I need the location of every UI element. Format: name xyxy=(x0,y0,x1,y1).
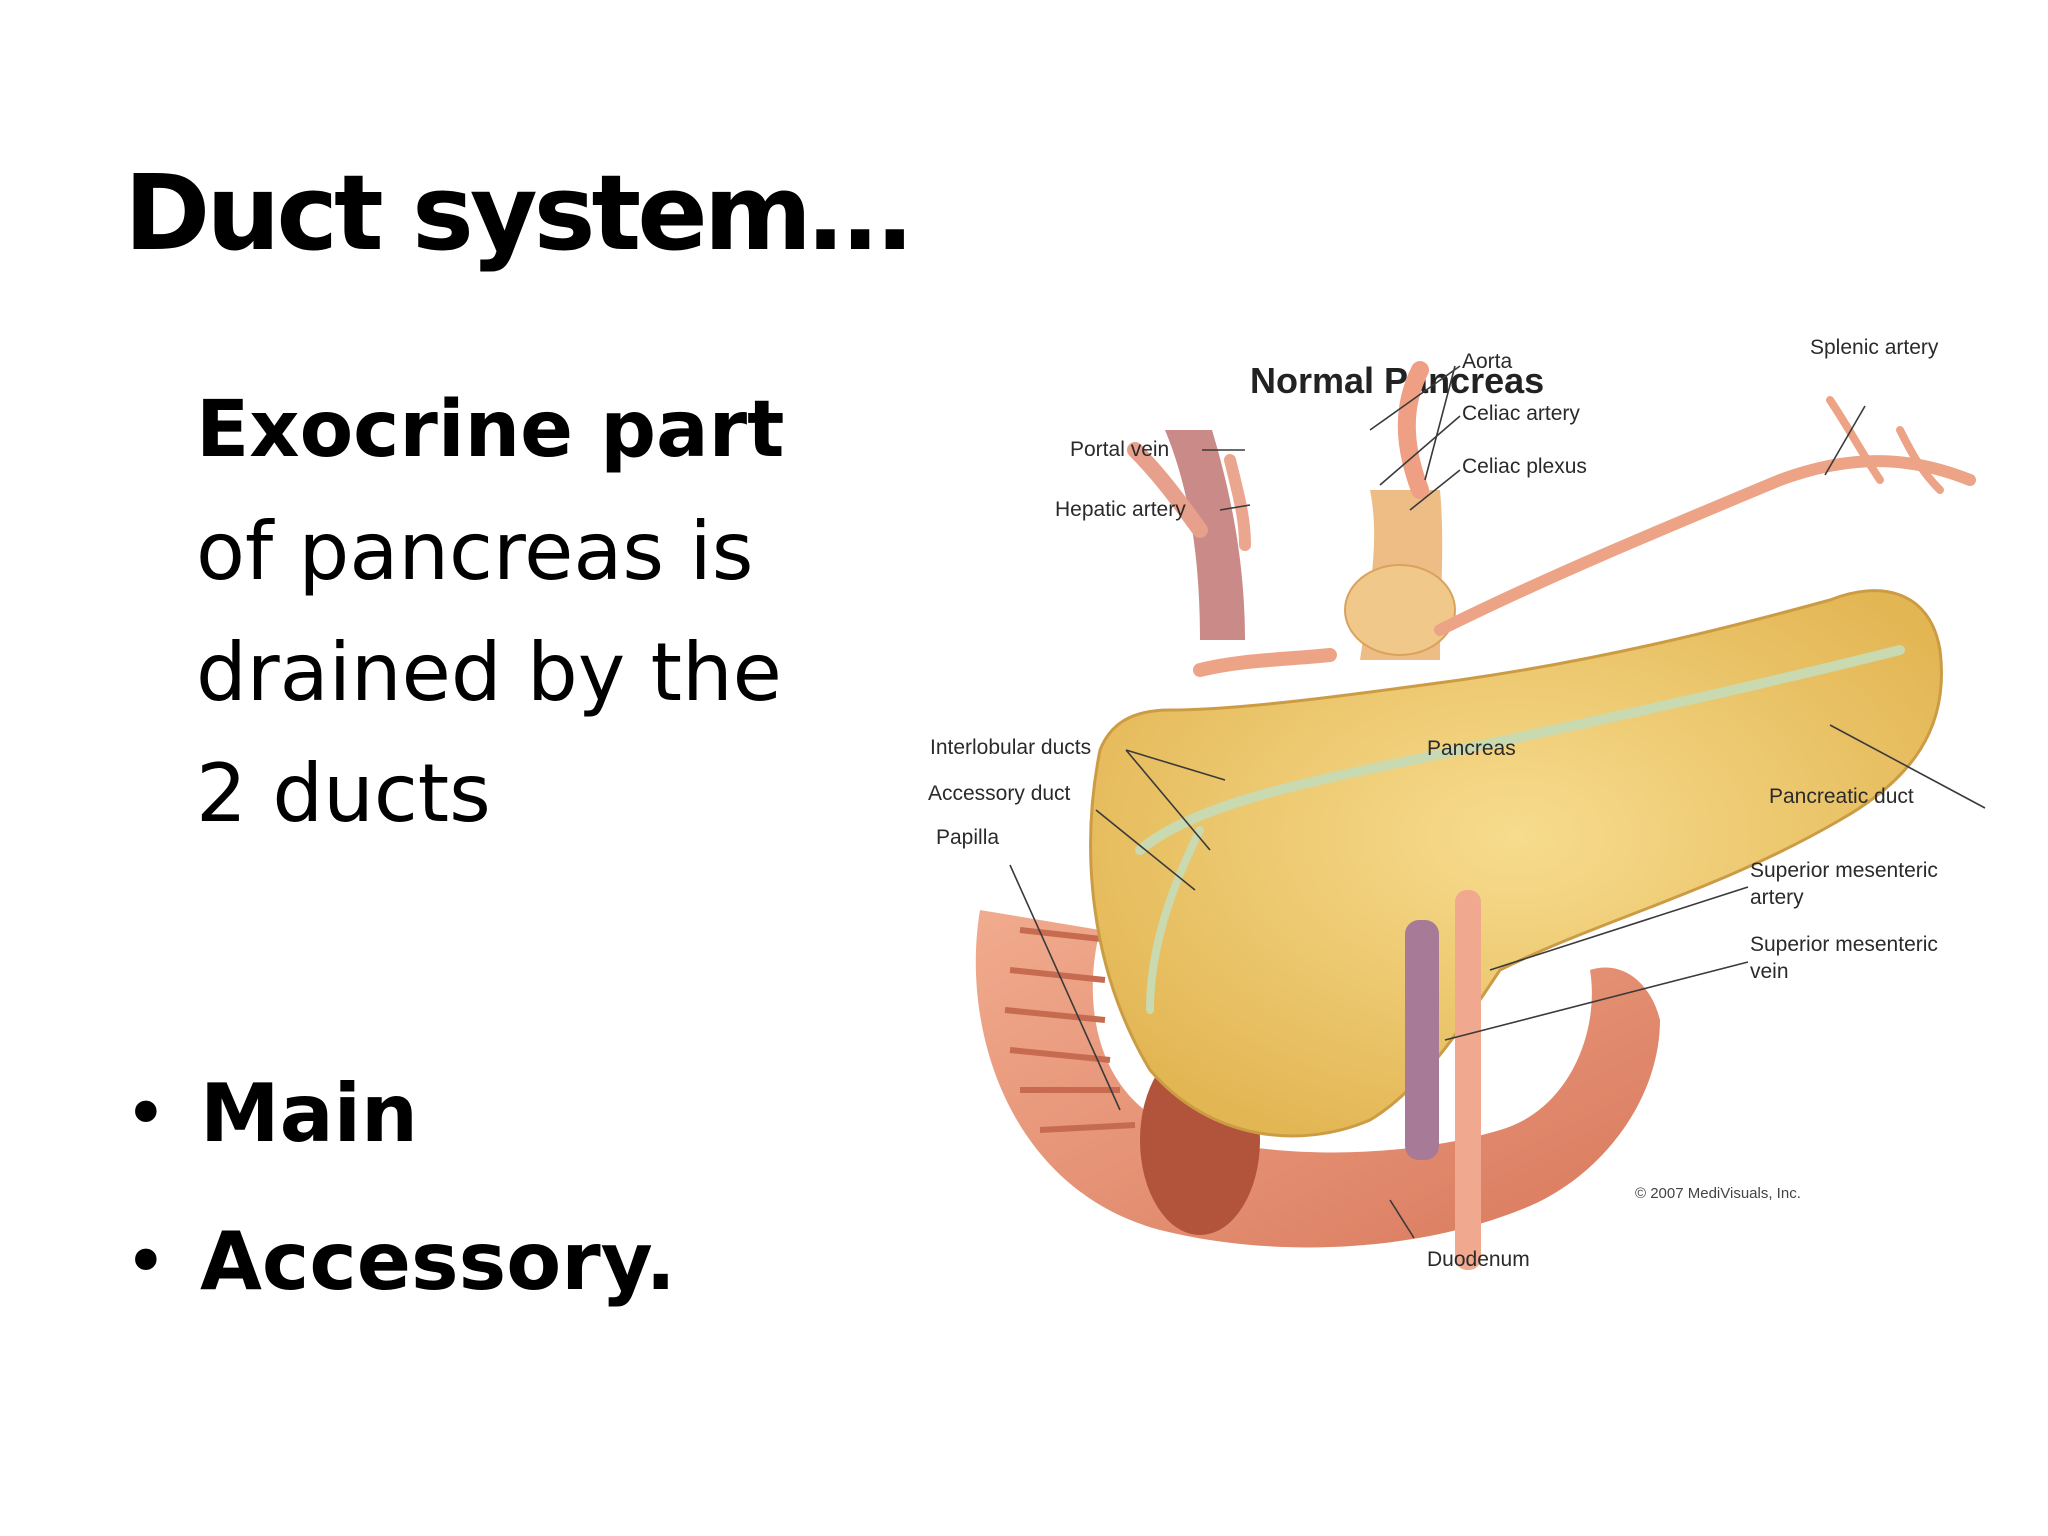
bullet-list: • Main • Accessory. xyxy=(124,1040,676,1336)
bullet-item-main: • Main xyxy=(124,1040,676,1188)
intro-text: Exocrine part of pancreas is drained by … xyxy=(196,370,876,854)
splenic-branch xyxy=(1826,396,1884,484)
bullet-text-accessory: Accessory. xyxy=(200,1215,676,1308)
label-accessory-duct: Accessory duct xyxy=(928,782,1071,805)
label-smv-line1: Superior mesenteric xyxy=(1750,933,1938,956)
leader-accessory-duct xyxy=(1095,809,1196,891)
celiac-artery-shape xyxy=(1397,361,1429,499)
figure-title: Normal Pancreas xyxy=(1250,360,1544,401)
label-papilla: Papilla xyxy=(936,826,999,849)
label-pancreas: Pancreas xyxy=(1427,737,1516,760)
slide-title: Duct system… xyxy=(124,152,912,274)
intro-line-3: 2 ducts xyxy=(196,747,491,840)
label-splenic-artery: Splenic artery xyxy=(1810,336,1939,359)
label-hepatic-artery: Hepatic artery xyxy=(1055,498,1186,521)
leader-papilla xyxy=(1009,864,1121,1111)
leader-pancreatic-duct xyxy=(1829,724,1986,809)
intro-bold-text: Exocrine part xyxy=(196,385,785,475)
label-celiac-plexus: Celiac plexus xyxy=(1462,455,1587,478)
label-pancreatic-duct: Pancreatic duct xyxy=(1769,785,1914,808)
leader-celiac-artery xyxy=(1379,415,1461,486)
label-sma-line2: artery xyxy=(1750,886,1804,909)
label-interlobular-ducts: Interlobular ducts xyxy=(930,736,1091,759)
bullet-dot: • xyxy=(124,1071,168,1157)
label-portal-vein: Portal vein xyxy=(1070,438,1169,461)
label-duodenum: Duodenum xyxy=(1427,1248,1530,1271)
copyright-text: © 2007 MediVisuals, Inc. xyxy=(1635,1185,1801,1202)
pancreatic-duct-shape xyxy=(1135,645,1905,855)
duodenum-folds xyxy=(1004,927,1136,1133)
leader-sma xyxy=(1489,886,1749,971)
label-sma-line1: Superior mesenteric xyxy=(1750,859,1938,882)
leader-celiac-plexus xyxy=(1409,469,1461,511)
leader-splenic-artery xyxy=(1824,405,1866,476)
leader-duodenum xyxy=(1389,1199,1415,1239)
smv-shape xyxy=(1405,920,1439,1160)
leader-smv xyxy=(1444,961,1749,1041)
pancreas-shape xyxy=(1089,589,1943,1138)
label-aorta: Aorta xyxy=(1462,350,1513,373)
splenic-branch xyxy=(1896,426,1944,494)
hepatic-branch xyxy=(1224,454,1251,551)
accessory-duct-shape xyxy=(1146,826,1204,1014)
celiac-plexus-shape xyxy=(1344,564,1456,656)
label-celiac-artery: Celiac artery xyxy=(1462,402,1580,425)
leader-hepatic-artery xyxy=(1219,504,1251,511)
pancreas-diagram: Normal Pancreas xyxy=(928,336,1986,1271)
leader-interlobular-ducts xyxy=(1125,749,1226,851)
intro-line-1: of pancreas is xyxy=(196,505,754,598)
bullet-dot: • xyxy=(124,1219,168,1305)
hepatic-artery-shape xyxy=(1193,648,1337,677)
splenic-artery-shape xyxy=(1434,455,1976,636)
leader-aorta xyxy=(1369,365,1461,481)
intro-line-2: drained by the xyxy=(196,626,782,719)
label-smv-line2: vein xyxy=(1750,960,1789,983)
hepatic-branch xyxy=(1127,442,1208,538)
pancreas-illustration: Normal Pancreas xyxy=(900,330,2020,1340)
bullet-text-main: Main xyxy=(200,1067,418,1160)
sma-shape xyxy=(1455,890,1481,1270)
bullet-item-accessory: • Accessory. xyxy=(124,1188,676,1336)
